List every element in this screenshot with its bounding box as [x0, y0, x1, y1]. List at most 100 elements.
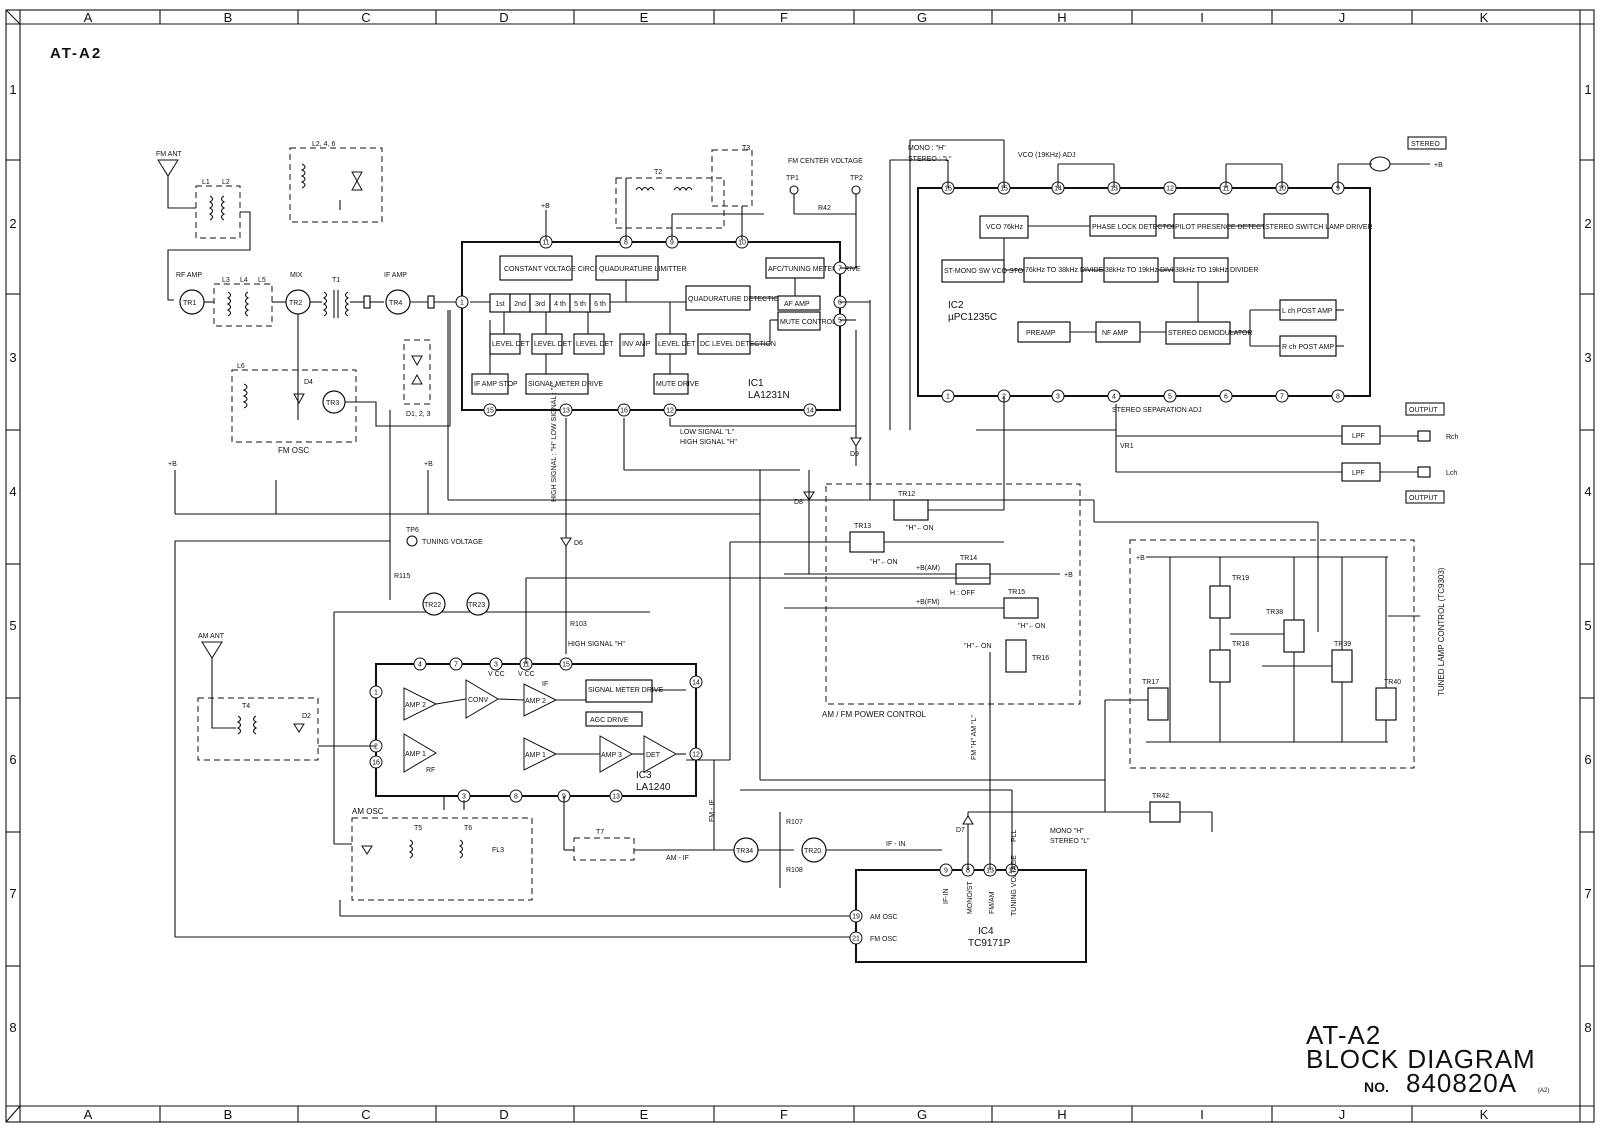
ic1-pin-16-num: 16 — [620, 408, 628, 415]
title-block: AT-A2 BLOCK DIAGRAM NO. 840820A (A2) — [1306, 1020, 1549, 1098]
ic2-pin-3 — [1051, 389, 1065, 403]
grid-col-top-A: A — [84, 10, 93, 25]
ic3-rf-label: RF — [426, 767, 435, 774]
ic3-pin-1-num: 1 — [374, 690, 378, 697]
ic1-level-det-1-text: LEVEL DET — [492, 341, 530, 348]
tr40-switch — [1375, 687, 1397, 721]
fm-front-end: FM ANT L1 L2 L2, 4, 6 RF AMP TR1 L3 L4 L… — [156, 141, 456, 455]
ic1-quad-detection-text: QUADURATURE DETECTION — [688, 296, 784, 303]
ic4-am-osc-text: AM OSC — [870, 914, 898, 921]
fm-osc-label: FM OSC — [278, 446, 309, 455]
stereo-indicator-label: STEREO — [1411, 141, 1440, 148]
fm-antenna-icon — [157, 159, 179, 177]
ic2-pin-3-num: 3 — [1056, 394, 1060, 401]
ic3-conv-text: CONV — [468, 697, 489, 704]
t3-transformer-box — [711, 149, 753, 207]
t3-label: T3 — [742, 145, 750, 152]
t2-transformer-box — [615, 177, 725, 229]
ic4-pin-21-num: 21 — [852, 936, 860, 943]
tuned-lamp-control: TUNED LAMP CONTROL (TC9303) +B TR19 TR18… — [1129, 539, 1446, 769]
stereo-separation-label: STEREO SEPARATION ADJ — [1112, 407, 1202, 414]
output-label-2: OUTPUT — [1409, 495, 1439, 502]
ic3-pin-16-num: 16 — [372, 760, 380, 767]
tr39-switch — [1331, 649, 1353, 683]
ic2-pin-4 — [1107, 389, 1121, 403]
tp1-test-point — [789, 185, 799, 195]
rch-jack-icon — [1417, 430, 1431, 442]
tr20-label: TR20 — [804, 848, 821, 855]
ic1-signal-meter-text: SIGNAL METER DRIVE — [528, 381, 604, 388]
t7-label: T7 — [596, 829, 604, 836]
ic1-stage1-text: 1st — [495, 301, 504, 308]
ic1-pin-12-num: 12 — [666, 408, 674, 415]
ic4-pin-19 — [849, 909, 863, 923]
tr22-label: TR22 — [424, 602, 441, 609]
ic2-lamp-driver-block — [1263, 213, 1329, 239]
tr4-label: TR4 — [389, 300, 402, 307]
tr42-label: TR42 — [1152, 793, 1169, 800]
tr17-switch — [1147, 687, 1169, 721]
ic3-signal-meter-block — [585, 679, 653, 703]
ic4-name: IC4 — [978, 926, 994, 937]
ic3-pin-8 — [509, 789, 523, 803]
grid-col-top-K: K — [1480, 10, 1489, 25]
ic2-vco-text: VCO 76kHz — [986, 224, 1023, 231]
grid-row-right-6: 6 — [1584, 752, 1591, 767]
ic1-pin-10-num: 10 — [738, 240, 746, 247]
d123-diode-box — [403, 339, 431, 405]
grid-col-top-C: C — [361, 10, 370, 25]
d9-diode-icon — [850, 437, 862, 447]
ic1-if-amp-stop-text: IF AMP STOP — [474, 381, 518, 388]
ic2-div1-block — [1023, 257, 1083, 283]
grid-row-left-1: 1 — [9, 82, 16, 97]
varicap-diode-icon — [351, 171, 363, 183]
ic1-quad-limiter-text: QUADURATURE LIMITTER — [599, 266, 686, 273]
r103-label: R103 — [570, 621, 587, 628]
fl3-label: FL3 — [492, 847, 504, 854]
d4-diode-icon — [293, 393, 305, 405]
low-signal-label: LOW SIGNAL "L" — [680, 429, 735, 436]
fm-center-voltage-label: FM CENTER VOLTAGE — [788, 158, 863, 165]
mix-label: MIX — [290, 272, 303, 279]
ic2-pin-1-num: 1 — [946, 394, 950, 401]
ic1-mute-drive-text: MUTE DRIVE — [656, 381, 700, 388]
ic1-block: IC1 LA1231N CONSTANT VOLTAGE CIRCUIT QUA… — [455, 235, 861, 417]
ic2-pin-5-num: 5 — [1168, 394, 1172, 401]
ic3-pin-16 — [369, 755, 383, 769]
output-label-1: OUTPUT — [1409, 407, 1439, 414]
ic1-af-amp-text: AF AMP — [784, 301, 810, 308]
plus-b-lamp-ctrl: +B — [1136, 555, 1145, 562]
d7-label: D7 — [956, 827, 965, 834]
tr1-label: TR1 — [183, 300, 196, 307]
high-signal-label: HIGH SIGNAL "H" — [680, 439, 737, 446]
grid-col-bottom-C: C — [361, 1107, 370, 1122]
am-antenna-icon — [201, 641, 223, 659]
ic3-amp2-text: AMP 2 — [405, 702, 426, 709]
title-model: AT-A2 — [1306, 1020, 1381, 1050]
l246-label: L2, 4, 6 — [312, 141, 335, 148]
ic1-quad-limiter-block — [595, 255, 659, 281]
tr3-label: TR3 — [326, 400, 339, 407]
ic4-pin-17-num: 17 — [1008, 868, 1016, 875]
grid-row-left-7: 7 — [9, 886, 16, 901]
ic4-pin-13-num: 13 — [986, 868, 994, 875]
ic1-part: LA1231N — [748, 390, 790, 401]
ic2-pin-10-num: 10 — [1278, 186, 1286, 193]
mono-h-label: MONO : "H" — [908, 145, 946, 152]
high-low-signal-label: HIGH SIGNAL : "H" LOW SIGNAL : "L" — [551, 381, 558, 502]
t5-label: T5 — [414, 825, 422, 832]
tr17-label: TR17 — [1142, 679, 1159, 686]
ic2-pin-12-num: 12 — [1166, 186, 1174, 193]
tp1-label: TP1 — [786, 175, 799, 182]
ic2-block: IC2 µPC1235C MONO : "H" STEREO : "L" VCO… — [908, 145, 1373, 403]
ic4-pin-19-num: 19 — [852, 914, 860, 921]
grid-col-top-I: I — [1200, 10, 1204, 25]
ic3-block: IC3 LA1240 AMP 2 CONV AMP 2 IF AMP 1 RF … — [369, 632, 703, 803]
fm-am-hl-label: FM "H" AM "L" — [971, 715, 978, 760]
am-if-label: AM - IF — [666, 855, 689, 862]
ic1-pin-14 — [803, 403, 817, 417]
ic3-amp3-text: AMP 3 — [601, 752, 622, 759]
